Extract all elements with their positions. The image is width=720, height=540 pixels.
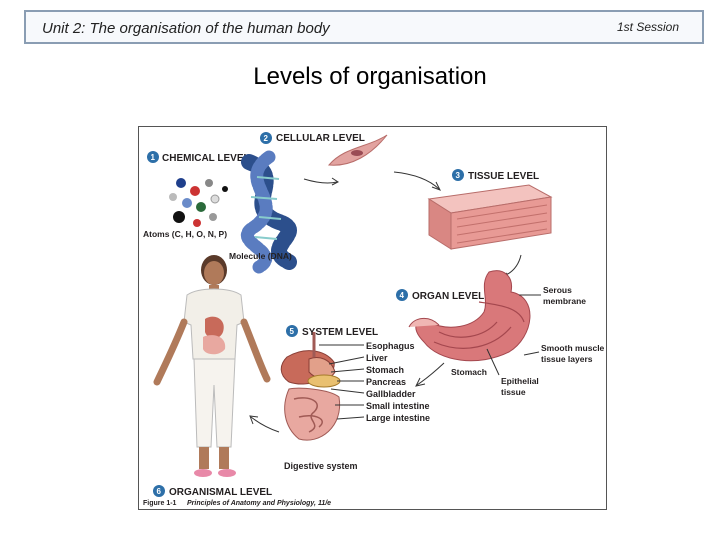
organ-item: Large intestine — [366, 413, 430, 423]
level-number: 3 — [456, 171, 461, 180]
system-organ-list: Esophagus Liver Stomach Pancreas Gallbla… — [366, 341, 430, 423]
level-4: 4 ORGAN LEVEL — [396, 289, 484, 302]
organ-item: Stomach — [366, 365, 404, 375]
session-label: 1st Session — [617, 20, 680, 34]
organ-item: Small intestine — [366, 401, 430, 411]
level-3: 3 TISSUE LEVEL — [452, 169, 539, 182]
digestive-system-label: Digestive system — [284, 461, 358, 471]
organ-item: Pancreas — [366, 377, 406, 387]
level-label: ORGANISMAL LEVEL — [169, 487, 272, 498]
unit-title: Unit 2: The organisation of the human bo… — [42, 20, 330, 37]
level-label: ORGAN LEVEL — [412, 291, 484, 302]
atoms-illustration — [169, 178, 228, 227]
levels-figure: 1 CHEMICAL LEVEL Atoms (C, H, O, N, P) M… — [138, 126, 607, 510]
atoms-label: Atoms (C, H, O, N, P) — [143, 229, 227, 239]
level-label: CHEMICAL LEVEL — [162, 153, 250, 164]
level-badge — [452, 169, 464, 181]
level-1: 1 CHEMICAL LEVEL — [147, 151, 250, 164]
level-number: 6 — [157, 487, 162, 496]
level-5: 5 SYSTEM LEVEL — [286, 325, 378, 338]
organ-item: Esophagus — [366, 341, 415, 351]
serous-label: Serous — [543, 285, 572, 295]
level-badge — [147, 151, 159, 163]
levels-diagram: 1 CHEMICAL LEVEL Atoms (C, H, O, N, P) M… — [143, 132, 605, 507]
tissue-block — [427, 184, 553, 250]
level-label: CELLULAR LEVEL — [276, 133, 365, 144]
level-badge — [286, 325, 298, 337]
human-figure — [153, 255, 271, 477]
molecule-label: Molecule (DNA) — [229, 251, 292, 261]
level-number: 2 — [264, 134, 269, 143]
smooth-muscle-cell — [328, 134, 388, 166]
level-number: 5 — [290, 327, 295, 336]
level-2: 2 CELLULAR LEVEL — [260, 132, 365, 144]
organ-item: Gallbladder — [366, 389, 416, 399]
stomach-organ — [408, 270, 531, 362]
digestive-system — [280, 332, 341, 441]
membrane-label: membrane — [543, 296, 586, 306]
dna-molecule — [240, 150, 297, 274]
tissue-label: tissue — [501, 387, 526, 397]
level-badge — [260, 132, 272, 144]
level-6: 6 ORGANISMAL LEVEL — [153, 485, 272, 498]
level-badge — [153, 485, 165, 497]
level-label: TISSUE LEVEL — [468, 171, 539, 182]
tissue-layers-label: tissue layers — [541, 354, 593, 364]
figure-caption-text: Principles of Anatomy and Physiology, 11… — [187, 500, 331, 507]
slide-title: Levels of organisation — [253, 63, 487, 90]
level-number: 4 — [400, 291, 405, 300]
level-badge — [396, 289, 408, 301]
figure-caption-prefix: Figure 1-1 — [143, 500, 177, 507]
epithelial-label: Epithelial — [501, 376, 539, 386]
system-leader-lines — [319, 344, 365, 420]
level-number: 1 — [151, 153, 156, 162]
stomach-label: Stomach — [451, 367, 487, 377]
header-bar: Unit 2: The organisation of the human bo… — [24, 10, 704, 44]
organ-item: Liver — [366, 353, 388, 363]
level-label: SYSTEM LEVEL — [302, 327, 378, 338]
smooth-muscle-label: Smooth muscle — [541, 343, 605, 353]
